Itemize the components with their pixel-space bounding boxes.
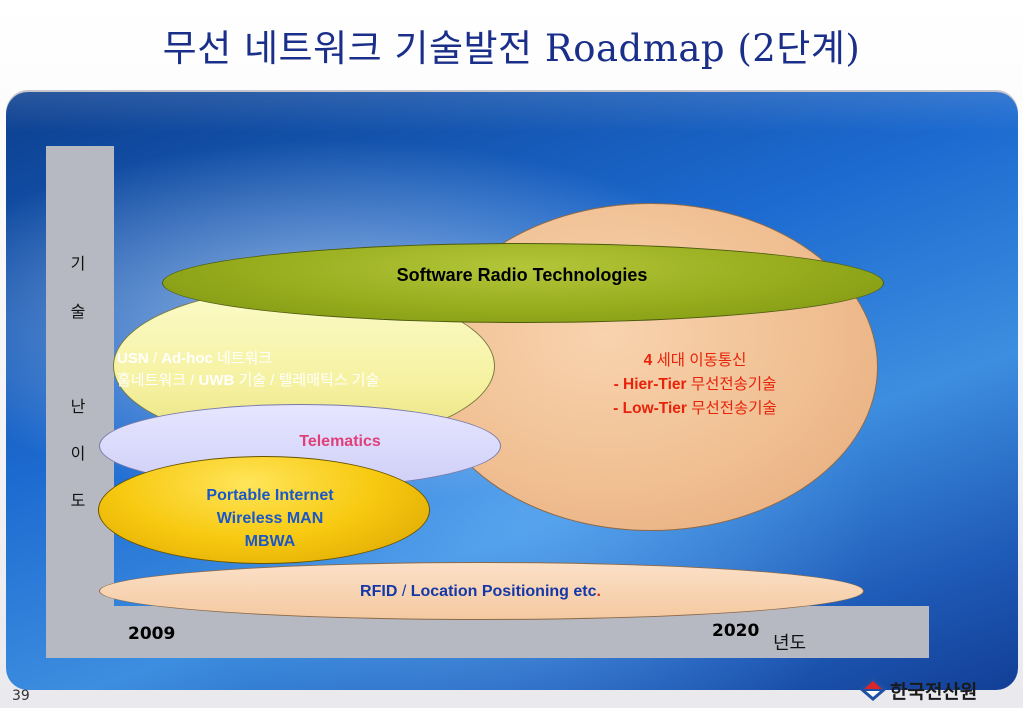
fourth-gen-number: 4 xyxy=(643,352,653,369)
fourth-gen-line-1: 4 세대 이동통신 xyxy=(560,349,830,373)
usn-label-line-2: 홈네트워크 / UWB 기술 / 텔레매틱스 기술 xyxy=(117,370,477,392)
low-tier-term: - Low-Tier xyxy=(613,400,687,417)
software-radio-ellipse xyxy=(162,243,884,323)
hier-tier-text: 무선전송기술 xyxy=(686,376,777,393)
mbwa-line: MBWA xyxy=(244,533,296,550)
portable-internet-label: Portable Internet Wireless MAN MBWA xyxy=(150,484,390,553)
usn-sep: / xyxy=(148,350,162,367)
portable-internet-ellipse xyxy=(98,456,430,564)
rfid-dot: . xyxy=(596,583,601,600)
rfid-term: RFID xyxy=(360,583,398,600)
panel-shine xyxy=(6,92,1018,132)
telematics-tech-term: 기술 / 텔레매틱스 기술 xyxy=(234,372,380,389)
nca-logo-icon xyxy=(859,677,887,701)
y-axis-char-1: 기 xyxy=(70,254,86,273)
low-tier-text: 무선전송기술 xyxy=(686,400,777,417)
usn-label: USN / Ad-hoc 네트워크 홈네트워크 / UWB 기술 / 텔레매틱스… xyxy=(117,348,477,392)
x-axis-start-year: 2009 xyxy=(128,624,176,644)
slide-number: 39 xyxy=(12,688,30,704)
hier-tier-term: - Hier-Tier xyxy=(613,376,687,393)
nca-logo-text: 한국전산원 xyxy=(890,681,978,703)
y-axis-char-5: 도 xyxy=(70,491,86,510)
fourth-gen-line-3: - Low-Tier 무선전송기술 xyxy=(560,397,830,421)
software-radio-label: Software Radio Technologies xyxy=(396,265,648,285)
location-positioning-term: Location Positioning etc xyxy=(410,583,597,600)
y-axis-bar xyxy=(46,146,114,658)
y-axis-char-2: 술 xyxy=(70,302,86,321)
wireless-man-line: Wireless MAN xyxy=(216,510,324,527)
usn-label-line-1: USN / Ad-hoc 네트워크 xyxy=(117,348,477,370)
x-axis-end-year: 2020 xyxy=(712,621,760,641)
y-axis-char-3: 난 xyxy=(70,397,86,416)
fourth-gen-line-2: - Hier-Tier 무선전송기술 xyxy=(560,373,830,397)
rfid-ellipse xyxy=(99,562,864,620)
network-term: 네트워크 xyxy=(212,350,273,367)
rfid-sep: / xyxy=(397,583,411,600)
nca-logo: 한국전산원 xyxy=(858,676,1018,704)
uwb-term: UWB xyxy=(198,372,235,389)
telematics-label: Telematics xyxy=(299,433,381,450)
slide-title: 무선 네트워크 기술발전 Roadmap (2단계) xyxy=(162,27,861,70)
usn-term: USN xyxy=(117,350,149,367)
x-axis-label: 년도 xyxy=(773,633,807,654)
fourth-gen-title: 세대 이동통신 xyxy=(652,352,747,369)
fourth-gen-label: 4 세대 이동통신 - Hier-Tier 무선전송기술 - Low-Tier … xyxy=(560,349,830,421)
y-axis-char-4: 이 xyxy=(70,444,86,463)
home-network-term: 홈네트워크 / xyxy=(117,372,199,389)
rfid-label: RFID / Location Positioning etc. xyxy=(99,583,862,601)
adhoc-term: Ad-hoc xyxy=(161,350,213,367)
portable-internet-line: Portable Internet xyxy=(206,487,334,504)
